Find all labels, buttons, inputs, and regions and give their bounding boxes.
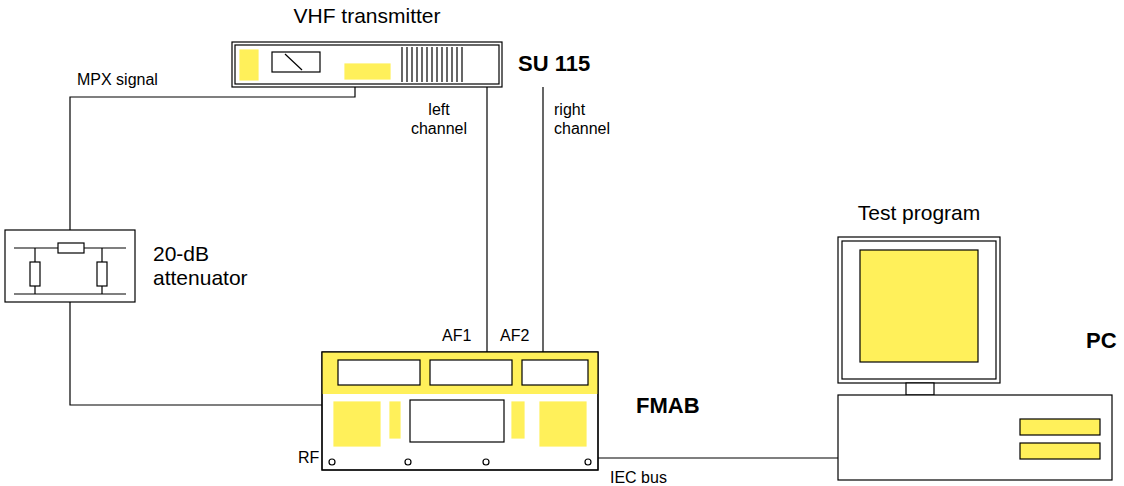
cable-label: left channel	[405, 100, 473, 138]
grille-line	[461, 47, 462, 82]
device-box: FMAB	[322, 352, 598, 470]
port-name: AF2	[498, 326, 531, 345]
device-name: SU 115	[518, 52, 590, 76]
grille-line	[451, 47, 452, 82]
grille-line	[421, 47, 422, 82]
cable-label: IEC bus	[608, 468, 669, 486]
signal-cable	[598, 457, 838, 458]
signal-cable	[70, 302, 322, 405]
device-name: FMAB	[636, 394, 700, 418]
grille-line	[441, 47, 442, 82]
computer-drawing	[838, 237, 1112, 480]
device-name: PC	[1086, 329, 1117, 353]
signal-cable	[70, 87, 355, 230]
device-box: VHF transmitterSU 115	[232, 42, 502, 87]
port-name: RF	[296, 448, 321, 467]
grille-line	[431, 47, 432, 82]
transmitter-drawing	[232, 42, 502, 87]
analyzer-drawing	[322, 352, 598, 470]
signal-cable	[542, 87, 543, 352]
attenuator-drawing	[5, 230, 135, 302]
device-title: VHF transmitter	[293, 4, 440, 28]
grille-line	[456, 47, 457, 82]
grille-line	[411, 47, 412, 82]
cable-label: right channel	[552, 100, 620, 138]
port-name: AF1	[440, 326, 473, 345]
grille-line	[446, 47, 447, 82]
device-box: Test programPC	[838, 237, 1112, 480]
device-title: Test program	[858, 201, 981, 225]
grille-line	[426, 47, 427, 82]
grille-line	[436, 47, 437, 82]
grille-line	[406, 47, 407, 82]
device-name: 20-dB attenuator	[153, 242, 271, 290]
cable-label: MPX signal	[75, 70, 160, 89]
grille-line	[401, 47, 402, 82]
grille-line	[416, 47, 417, 82]
device-box: 20-dB attenuator	[5, 230, 135, 302]
signal-cable	[486, 87, 487, 352]
